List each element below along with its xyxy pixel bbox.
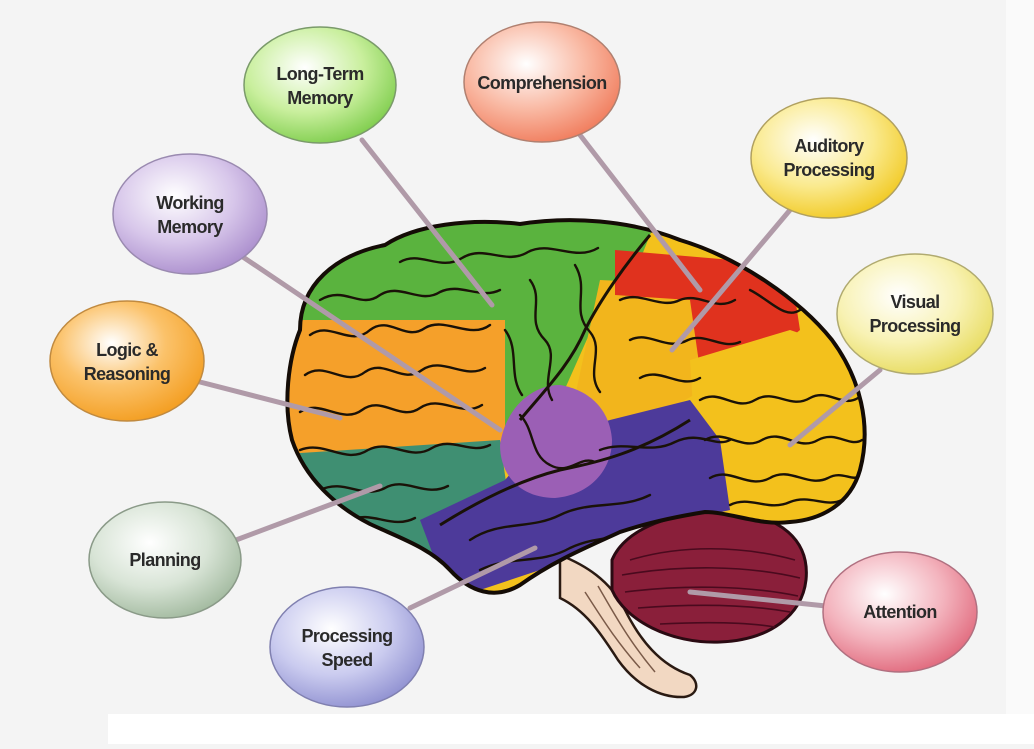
svg-text:Attention: Attention [863, 602, 937, 622]
svg-text:Comprehension: Comprehension [477, 73, 606, 93]
region-frontal-upper [287, 300, 520, 460]
connector-lines [197, 132, 883, 611]
region-insula [500, 385, 612, 498]
region-temporal [420, 400, 730, 593]
label-comprehension: Comprehension [463, 21, 621, 143]
label-planning: Planning [88, 501, 242, 619]
region-occipital [690, 330, 865, 530]
region-motor-band [287, 220, 660, 440]
bottom-strip [108, 714, 1034, 744]
label-attention: Attention [822, 551, 978, 673]
region-parietal [570, 280, 720, 420]
right-margin [1006, 0, 1034, 714]
cerebrum [287, 220, 865, 593]
svg-text:Logic &Reasoning: Logic &Reasoning [84, 340, 171, 384]
cerebellum [610, 510, 808, 644]
label-logic-reasoning: Logic &Reasoning [49, 300, 205, 422]
svg-text:Planning: Planning [129, 550, 200, 570]
